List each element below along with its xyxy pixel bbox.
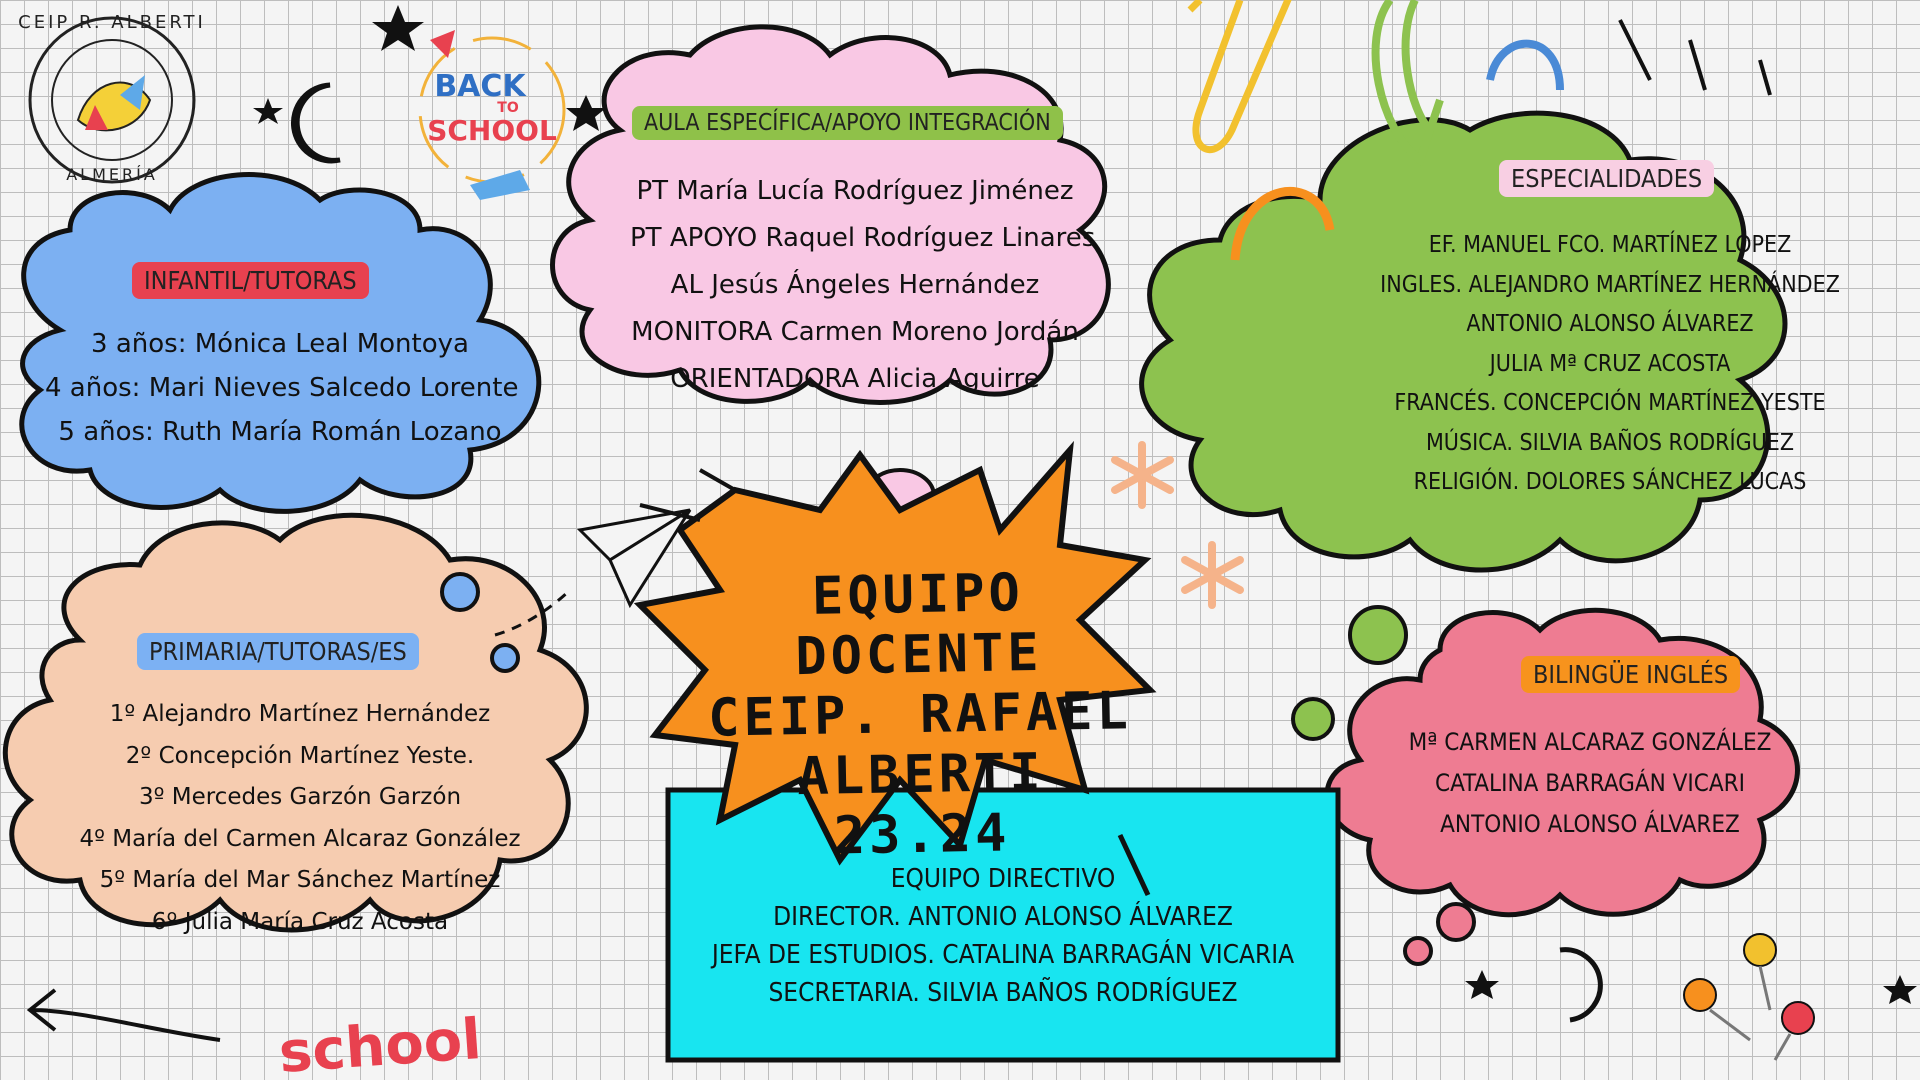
infantil-list: 3 años: Mónica Leal Montoya 4 años: Mari… [45, 322, 519, 454]
pushpin-icon [1683, 933, 1815, 1061]
list-item: 3 años: Mónica Leal Montoya [91, 329, 469, 359]
svg-text:BACK: BACK [434, 69, 527, 104]
list-item: 6º Julia María Cruz Acosta [151, 908, 449, 935]
list-item: FRANCÉS. CONCEPCIÓN MARTÍNEZ YESTE [1394, 390, 1826, 416]
star-icon [372, 5, 424, 51]
list-item: SECRETARIA. SILVIA BAÑOS RODRÍGUEZ [768, 978, 1238, 1008]
star-icon [566, 95, 606, 131]
directivo-heading: EQUIPO DIRECTIVO [890, 864, 1116, 894]
svg-text:CEIP R. ALBERTI: CEIP R. ALBERTI [18, 12, 206, 33]
list-item: ANTONIO ALONSO ÁLVAREZ [1466, 311, 1754, 337]
list-item: 4º María del Carmen Alcaraz González [79, 825, 521, 852]
pointer-line [639, 468, 736, 522]
star-icon [253, 98, 283, 124]
list-item: 4 años: Mari Nieves Salcedo Lorente [45, 373, 519, 403]
primaria-list: 1º Alejandro Martínez Hernández 2º Conce… [70, 694, 530, 943]
svg-text:ALMERÍA: ALMERÍA [66, 165, 158, 184]
paperclip-icon [1486, 39, 1564, 91]
list-item: JEFA DE ESTUDIOS. CATALINA BARRAGÁN VICA… [711, 940, 1295, 970]
list-item: MÚSICA. SILVIA BAÑOS RODRÍGUEZ [1425, 429, 1795, 456]
paperclip-icon [1371, 0, 1444, 167]
list-item: Mª CARMEN ALCARAZ GONZÁLEZ [1408, 728, 1772, 756]
directivo-list: EQUIPO DIRECTIVO DIRECTOR. ANTONIO ALONS… [668, 860, 1338, 1012]
bubble [490, 643, 520, 673]
bubble [1436, 902, 1476, 942]
curved-arrow-icon [26, 988, 221, 1042]
list-item: DIRECTOR. ANTONIO ALONSO ÁLVAREZ [773, 902, 1233, 932]
moon-icon [1559, 947, 1603, 1023]
list-item: RELIGIÓN. DOLORES SÁNCHEZ LUCAS [1413, 469, 1807, 495]
list-item: 3º Mercedes Garzón Garzón [138, 784, 462, 810]
infantil-cloud [19, 172, 542, 514]
list-item: 5º María del Mar Sánchez Martínez [99, 867, 501, 893]
paper-plane-icon [576, 508, 692, 609]
bubble [1348, 605, 1408, 665]
bubble [1291, 697, 1335, 741]
especialidades-label: ESPECIALIDADES [1499, 160, 1715, 197]
bubble [440, 572, 480, 612]
title-burst [633, 440, 1157, 866]
svg-text:TO: TO [497, 100, 519, 116]
paperclip-icon [1230, 187, 1335, 261]
list-item: INGLES. ALEJANDRO MARTÍNEZ HERNÁNDEZ [1380, 271, 1840, 298]
asterisk-icon [1111, 441, 1244, 609]
list-item: ANTONIO ALONSO ÁLVAREZ [1440, 810, 1740, 838]
list-item: 2º Concepción Martínez Yeste. [125, 742, 475, 769]
bilingue-label: BILINGÜE INGLÉS [1521, 656, 1741, 693]
star-icon [1465, 970, 1499, 999]
bubble [1403, 936, 1433, 966]
list-item: PT María Lucía Rodríguez Jiménez [636, 176, 1074, 206]
list-item: AL Jesús Ángeles Hernández [670, 270, 1040, 300]
list-item: 5 años: Ruth María Román Lozano [58, 417, 502, 447]
list-item: ORIENTADORA Alicia Aguirre [670, 364, 1040, 394]
title-line-2: CEIP. RAFAEL [707, 681, 1133, 749]
aula-label: AULA ESPECÍFICA/APOYO INTEGRACIÓN [632, 106, 1063, 140]
center-title: EQUIPO DOCENTE CEIP. RAFAEL ALBERTI 23.2… [697, 561, 1142, 869]
paperclip-icon [1187, 0, 1292, 154]
title-line-3: ALBERTI 23.24 [796, 742, 1046, 867]
especialidades-cloud [1139, 110, 1788, 573]
title-line-1: EQUIPO DOCENTE [794, 563, 1044, 688]
back-to-school-badge: BACK TO SCHOOL [418, 30, 566, 200]
list-item: PT APOYO Raquel Rodríguez Linares [630, 223, 1096, 253]
especialidades-list: EF. MANUEL FCO. MARTÍNEZ LÓPEZ INGLES. A… [1340, 226, 1880, 503]
list-item: MONITORA Carmen Moreno Jordán [631, 317, 1079, 347]
directivo-box [665, 787, 1341, 1063]
decorative-strokes [1618, 19, 1772, 96]
pointer-line [1117, 833, 1151, 897]
list-item: EF. MANUEL FCO. MARTÍNEZ LÓPEZ [1428, 232, 1792, 258]
svg-text:SCHOOL: SCHOOL [427, 114, 557, 147]
primaria-label: PRIMARIA/TUTORAS/ES [137, 633, 419, 670]
aula-list: PT María Lucía Rodríguez Jiménez PT APOY… [630, 168, 1096, 403]
infantil-label: INFANTIL/TUTORAS [132, 262, 369, 299]
moon-icon [291, 82, 341, 164]
bilingue-list: Mª CARMEN ALCARAZ GONZÁLEZ CATALINA BARR… [1400, 722, 1780, 845]
star-icon [1883, 975, 1917, 1004]
list-item: JULIA Mª CRUZ ACOSTA [1489, 350, 1731, 377]
list-item: CATALINA BARRAGÁN VICARI [1434, 769, 1746, 797]
school-word: school [277, 1007, 484, 1080]
primaria-cloud [2, 512, 589, 933]
list-item: 1º Alejandro Martínez Hernández [109, 701, 491, 727]
school-logo: CEIP R. ALBERTI ALMERÍA [18, 12, 206, 184]
